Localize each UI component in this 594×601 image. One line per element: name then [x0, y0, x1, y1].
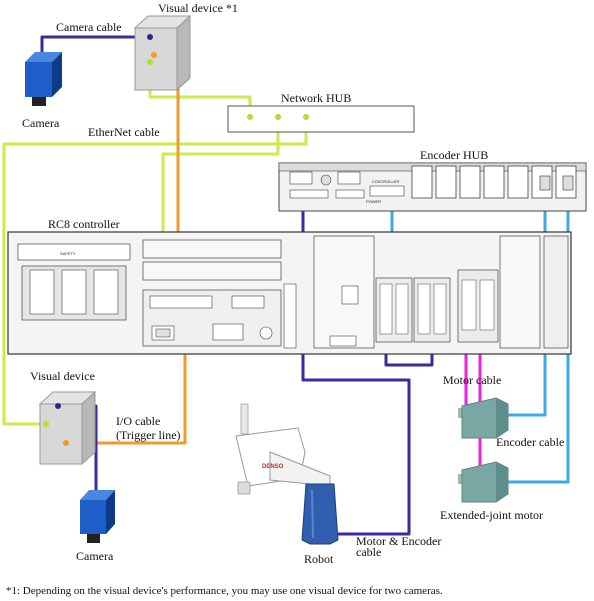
rc8-controller: SAFETY	[7, 231, 572, 355]
io-cable-trigger-label: (Trigger line)	[116, 428, 181, 442]
extended-motor-1	[458, 397, 509, 439]
rc8-controller-label: RC8 controller	[48, 217, 120, 231]
controller-safety-label: SAFETY	[60, 251, 76, 256]
encoder-hub-power-label: POWER	[366, 199, 381, 204]
encoder-hub: CONTROLLER POWER	[278, 162, 587, 212]
io-cable-bottom	[66, 323, 187, 445]
encoder-cable-label: Encoder cable	[496, 435, 564, 449]
camera-bottom-label: Camera	[76, 549, 114, 563]
ethernet-cable-visual-bottom	[2, 117, 308, 426]
robot-brand-label: DENSO	[262, 464, 284, 470]
camera-top-label: Camera	[22, 116, 60, 130]
visual-device-top-label: Visual device *1	[158, 1, 238, 15]
extended-joint-motor-label: Extended-joint motor	[440, 508, 543, 522]
visual-device-top	[133, 14, 192, 92]
footnote: *1: Depending on the visual device's per…	[6, 585, 443, 597]
labels: Camera cable Visual device *1 Camera Net…	[6, 1, 564, 597]
visual-device-bottom	[38, 390, 97, 466]
camera-bottom	[80, 490, 115, 543]
extended-motor-2	[458, 461, 509, 503]
io-cable-label: I/O cable	[116, 414, 160, 428]
motor-encoder-cable-label-2: cable	[356, 545, 381, 559]
ethernet-port-top	[147, 59, 153, 65]
camera-port-top	[147, 34, 153, 40]
camera-top	[25, 52, 62, 106]
network-hub	[227, 105, 415, 133]
visual-device-bottom-label: Visual device	[30, 369, 95, 383]
encoder-hub-controller-label: CONTROLLER	[372, 179, 399, 184]
encoder-hub-label: Encoder HUB	[420, 148, 488, 162]
robot-label: Robot	[304, 552, 334, 566]
io-port-top	[151, 52, 157, 58]
camera-cable-label-top: Camera cable	[56, 20, 122, 34]
ethernet-cable-label: EtherNet cable	[88, 125, 160, 139]
motor-cable-label: Motor cable	[443, 373, 501, 387]
network-hub-label: Network HUB	[281, 91, 351, 105]
motor-encoder-cable-label: Motor & Encoder	[356, 534, 441, 548]
robot: DENSO	[235, 403, 339, 545]
